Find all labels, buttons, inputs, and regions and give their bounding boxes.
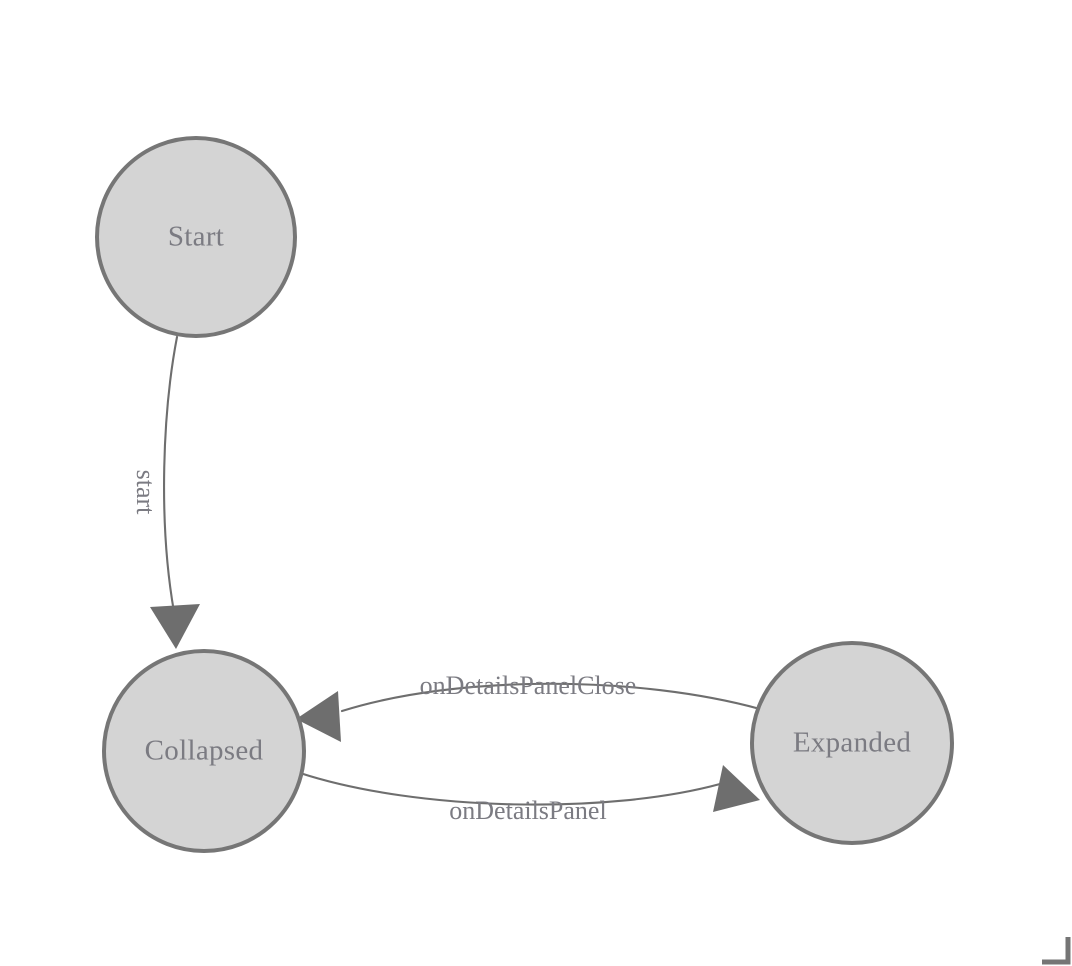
- node-expanded-circle[interactable]: [750, 641, 954, 845]
- node-expanded[interactable]: Expanded: [750, 641, 954, 845]
- edge-path-expanded-to-collapsed: [340, 682, 762, 713]
- edge-expanded-to-collapsed[interactable]: onDetailsPanelClose: [296, 671, 762, 742]
- edge-label-on-details-panel-close: onDetailsPanelClose: [420, 671, 637, 700]
- resize-corner-icon[interactable]: [1042, 937, 1071, 965]
- node-collapsed-circle[interactable]: [102, 649, 306, 853]
- edge-start-to-collapsed[interactable]: start: [131, 335, 200, 649]
- node-collapsed-label: Collapsed: [145, 735, 264, 767]
- arrowhead-expanded-to-collapsed: [296, 691, 341, 742]
- edge-label-on-details-panel: onDetailsPanel: [449, 796, 606, 825]
- arrowhead-start-to-collapsed: [150, 604, 200, 649]
- edge-path-collapsed-to-expanded: [298, 771, 722, 806]
- node-start[interactable]: Start: [95, 136, 297, 338]
- node-collapsed[interactable]: Collapsed: [102, 649, 306, 853]
- node-start-circle[interactable]: [95, 136, 297, 338]
- node-start-label: Start: [168, 221, 224, 253]
- edge-collapsed-to-expanded[interactable]: onDetailsPanel: [298, 765, 760, 825]
- edge-path-start-to-collapsed: [163, 335, 179, 614]
- node-expanded-label: Expanded: [793, 727, 912, 759]
- arrowhead-collapsed-to-expanded: [713, 765, 760, 812]
- edge-label-start: start: [131, 470, 160, 516]
